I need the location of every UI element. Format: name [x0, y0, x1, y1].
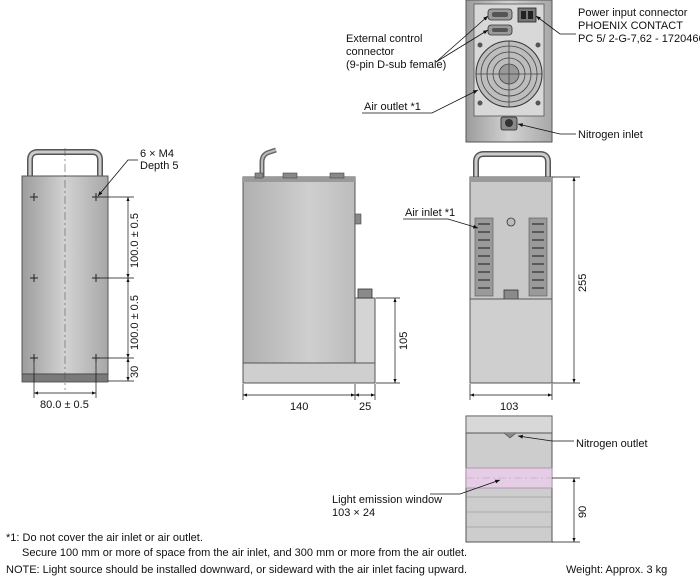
- side-body: [242, 176, 356, 364]
- air-inlet-grille: [474, 217, 548, 297]
- dim-depth-ext: 25: [359, 401, 371, 413]
- ext-control-label-3: (9-pin D-sub female): [346, 59, 446, 71]
- power-connector-label-1: Power input connector: [578, 7, 688, 19]
- air-inlet-slots: [478, 223, 544, 289]
- air-outlet-label: Air outlet *1: [364, 101, 421, 113]
- side-nozzle-block: [354, 297, 376, 364]
- dim-width-back: 103: [500, 401, 518, 413]
- note-2: NOTE: Light source should be installed d…: [6, 564, 468, 576]
- front-vertical-dims: [100, 196, 134, 382]
- screw-label-2: Depth 5: [140, 160, 179, 172]
- dim-window-height: 90: [577, 506, 589, 518]
- dsub-connector: [487, 8, 513, 36]
- screw-holes: [30, 193, 100, 362]
- top-view: [465, 0, 553, 143]
- nitrogen-inlet-fitting: [500, 116, 518, 131]
- power-connector-label-3: PC 5/ 2-G-7,62 - 1720466: [578, 33, 700, 45]
- note-1-line-2: Secure 100 mm or more of space from the …: [22, 547, 468, 559]
- side-dims: [242, 297, 400, 400]
- power-connector-label-2: PHOENIX CONTACT: [578, 20, 683, 32]
- weight-note: Weight: Approx. 3 kg: [566, 564, 668, 576]
- window-label-1: Light emission window: [332, 494, 442, 506]
- dim-depth-main: 140: [290, 401, 308, 413]
- nitrogen-outlet-label: Nitrogen outlet: [576, 438, 648, 450]
- top-view-labels: Power input connector PHOENIX CONTACT PC…: [346, 7, 700, 141]
- dim-width-front: 80.0 ± 0.5: [40, 399, 89, 411]
- dim-step-height: 105: [398, 332, 410, 350]
- back-lower-body: [469, 298, 553, 384]
- power-connector: [517, 7, 537, 23]
- air-inlet-label: Air inlet *1: [405, 207, 455, 219]
- dim-height-total: 255: [577, 274, 589, 292]
- back-view: Air inlet *1 255 103: [403, 151, 589, 413]
- nitrogen-inlet-label: Nitrogen inlet: [578, 129, 643, 141]
- screw-label-1: 6 × M4: [140, 148, 174, 160]
- bottom-view: Nitrogen outlet Light emission window 10…: [332, 415, 648, 543]
- note-1-line-1: *1: Do not cover the air inlet or air ou…: [6, 532, 203, 544]
- dim-pitch-top: 100.0 ± 0.5: [129, 213, 141, 268]
- side-view: 140 25 105: [242, 147, 410, 413]
- dim-pitch-mid: 100.0 ± 0.5: [129, 295, 141, 350]
- side-base: [242, 362, 376, 384]
- front-view: 6 × M4 Depth 5 100.0 ± 0.5 100.0 ± 0.5 3…: [21, 148, 179, 411]
- dim-bottom-offset: 30: [129, 366, 141, 378]
- window-label-2: 103 × 24: [332, 507, 375, 519]
- ext-control-label-2: connector: [346, 46, 395, 58]
- ext-control-label-1: External control: [346, 33, 422, 45]
- fan-guard: [475, 40, 543, 108]
